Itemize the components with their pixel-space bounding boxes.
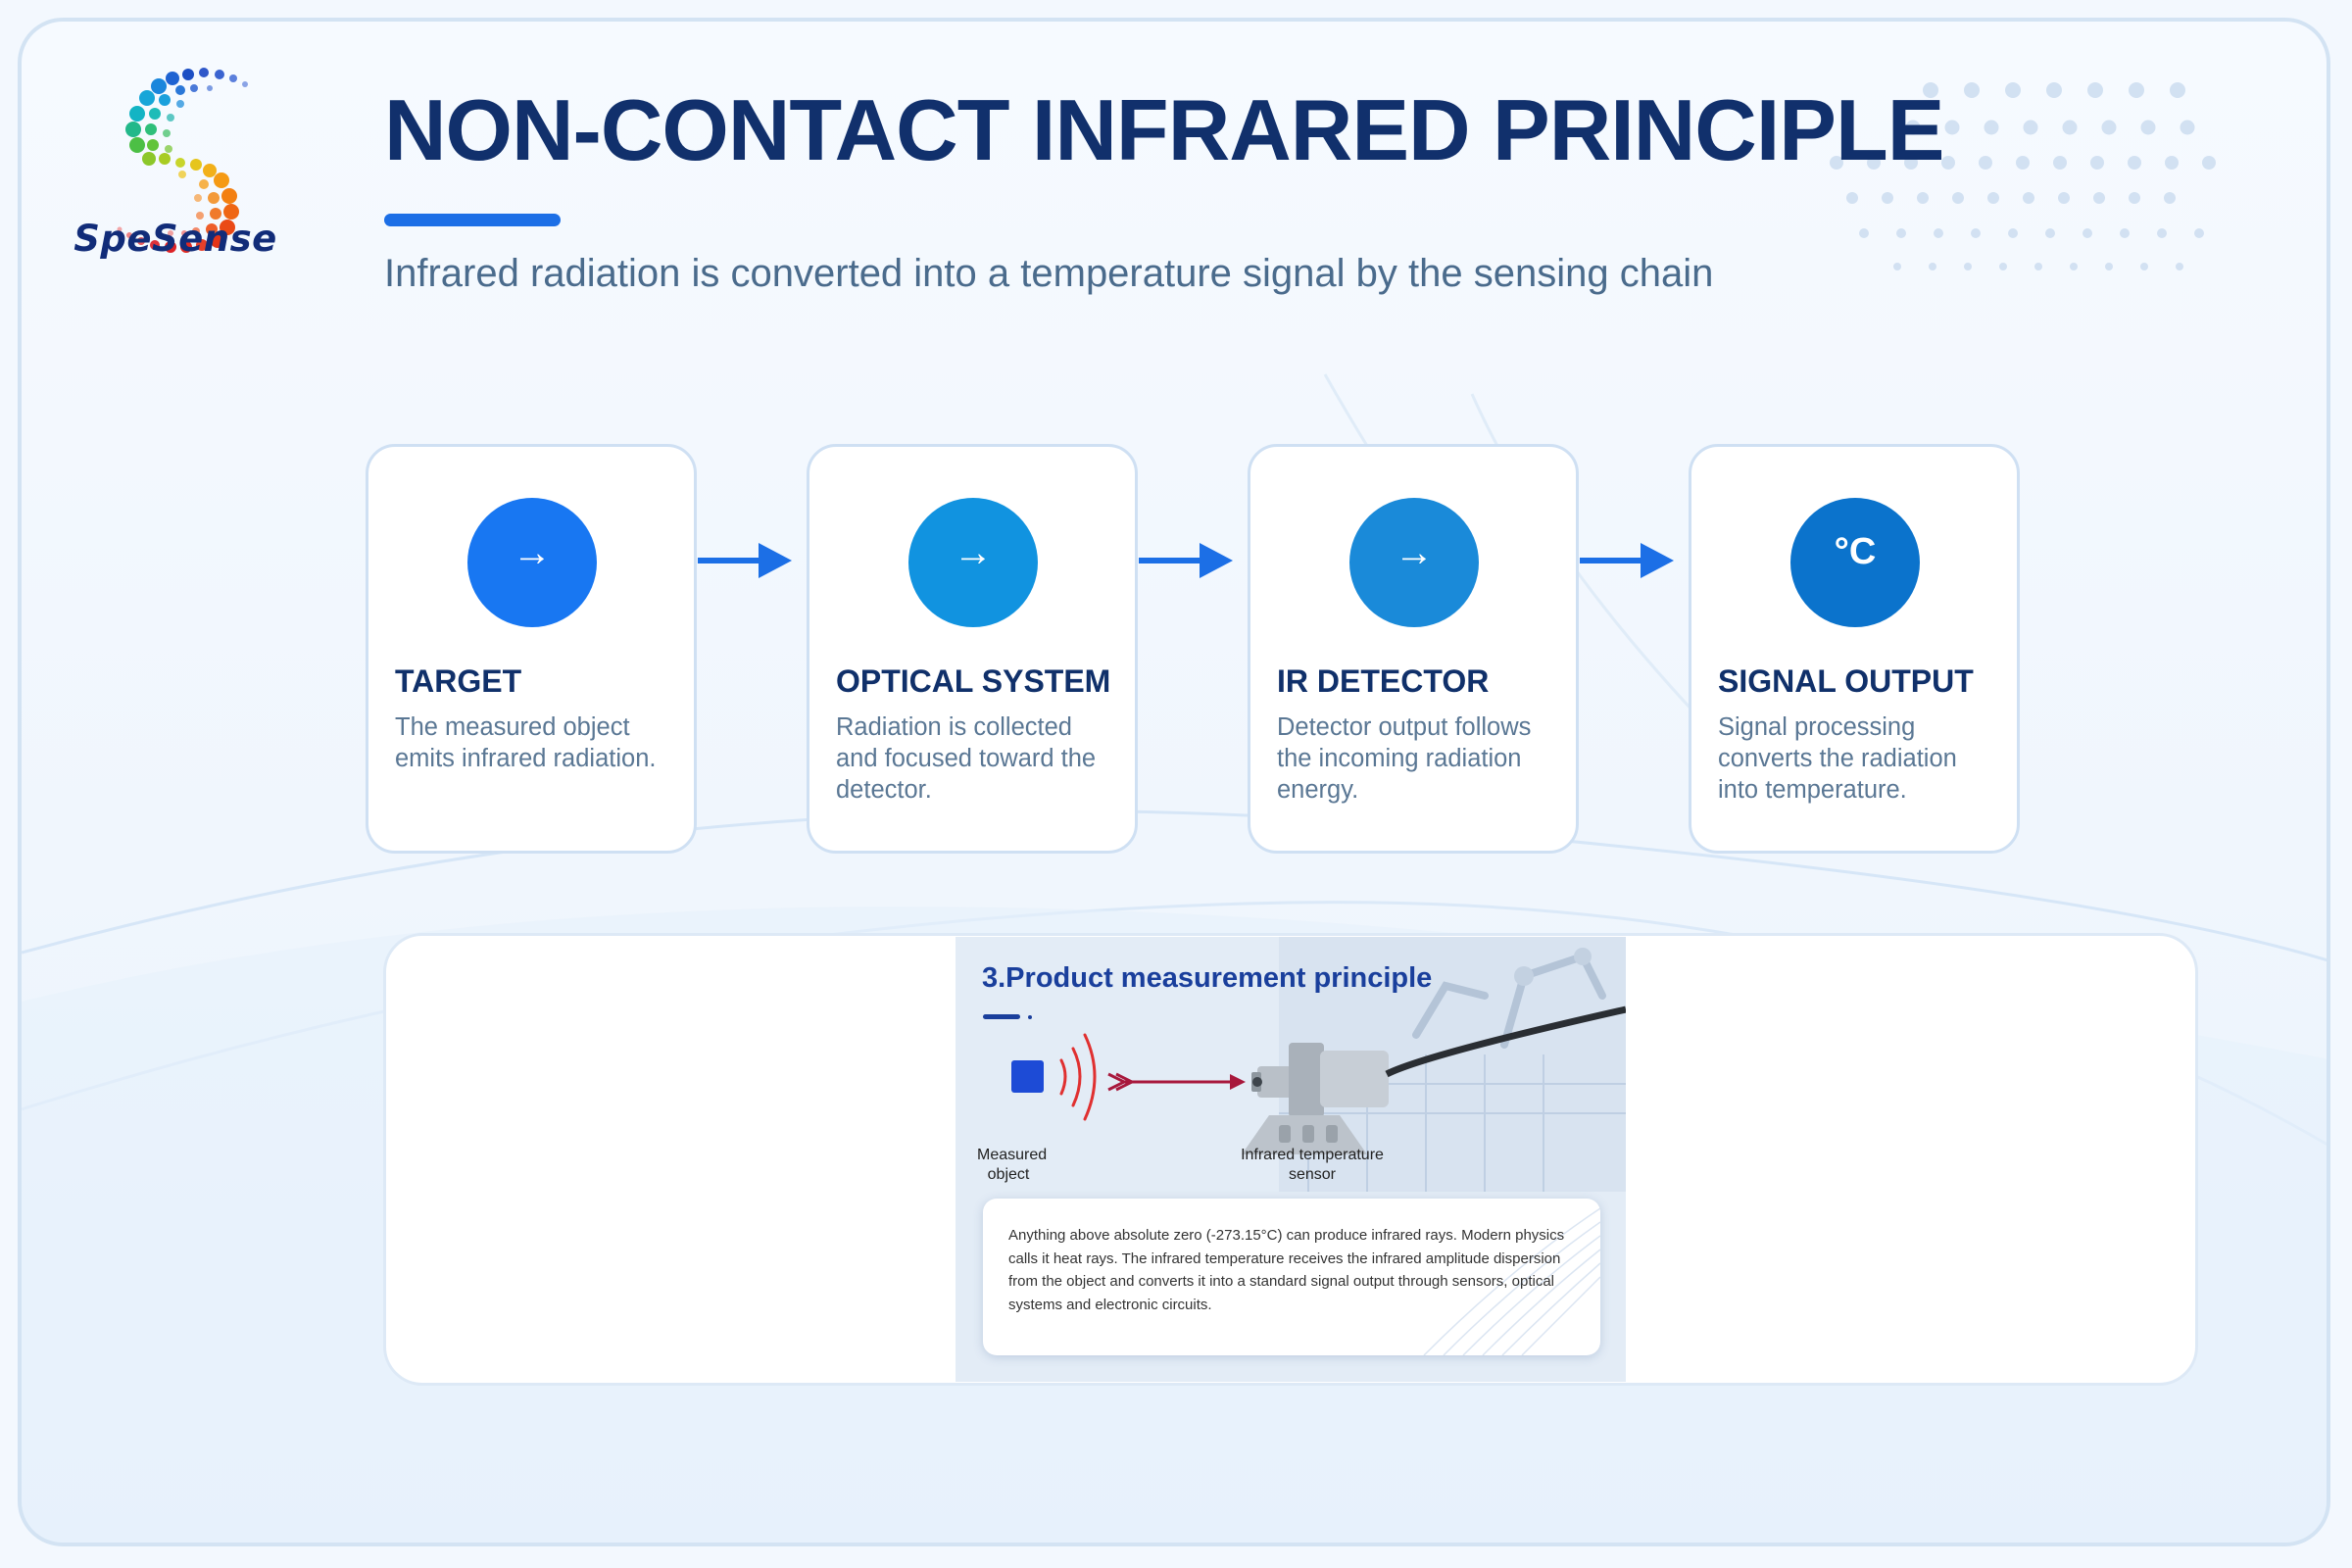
step-card-optical-system: → OPTICAL SYSTEM Radiation is collected … [807,444,1138,854]
arrow-right-icon: → [1349,498,1479,627]
measurement-principle-figure: 3.Product measurement principle Measured… [956,937,1626,1382]
sensor-label-line1: Infrared temperature [1241,1147,1384,1163]
step-title: OPTICAL SYSTEM [836,663,1111,699]
page-frame: SpeSense NON-CONTACT INFRARED PRINCIPLE … [18,18,2330,1546]
page-title: NON-CONTACT INFRARED PRINCIPLE [384,81,1944,178]
flow-arrow-icon [698,543,792,578]
measured-object-label: Measured object [977,1146,1048,1185]
figure-heading-underline [983,1014,1020,1019]
step-card-signal-output: °C SIGNAL OUTPUT Signal processing conve… [1689,444,2020,854]
measured-object-label-line2: object [987,1166,1030,1183]
step-description: Detector output follows the incoming rad… [1277,713,1532,804]
sensor-label-line2: sensor [1288,1166,1337,1183]
step-description: The measured object emits infrared radia… [395,713,657,772]
figure-description-card: Anything above absolute zero (-273.15°C)… [983,1199,1600,1355]
title-underline [384,214,561,226]
flow-arrow-icon [1580,543,1674,578]
logo-mark [117,68,248,253]
wave-decoration [1423,1207,1600,1355]
principle-figure-panel: 3.Product measurement principle Measured… [383,933,2198,1386]
arrow-right-icon: → [467,498,597,627]
step-title: SIGNAL OUTPUT [1718,663,1974,699]
figure-heading-dot [1028,1015,1032,1019]
flow-arrow-icon [1139,543,1233,578]
sensor-label: Infrared temperature sensor [1234,1146,1391,1185]
step-card-target: → TARGET The measured object emits infra… [366,444,697,854]
brand-name: SpeSense [74,218,277,260]
step-title: TARGET [395,663,522,699]
arrow-right-icon: → [908,498,1038,627]
figure-description: Anything above absolute zero (-273.15°C)… [1008,1227,1565,1313]
step-description: Radiation is collected and focused towar… [836,713,1097,804]
step-title: IR DETECTOR [1277,663,1490,699]
measured-object-label-line1: Measured [977,1147,1048,1163]
celsius-icon: °C [1790,498,1920,627]
figure-heading: 3.Product measurement principle [982,962,1433,994]
step-card-ir-detector: → IR DETECTOR Detector output follows th… [1248,444,1579,854]
step-description: Signal processing converts the radiation… [1718,713,1957,804]
page-subtitle: Infrared radiation is converted into a t… [384,252,1714,295]
